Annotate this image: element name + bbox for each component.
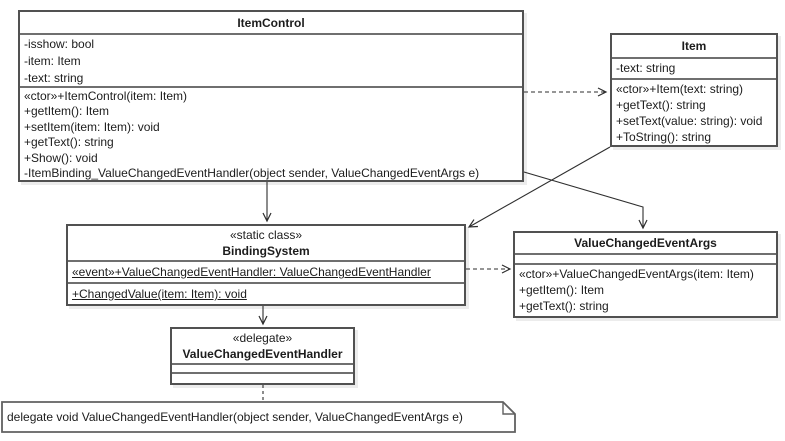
method: «ctor»+ItemControl(item: Item) <box>24 89 188 103</box>
method: +getText(): string <box>519 299 609 313</box>
class-name: Item <box>681 39 707 53</box>
class-stereotype: «delegate» <box>232 331 293 345</box>
class-bindingsystem-title: «static class» BindingSystem <box>68 226 464 260</box>
class-name: ValueChangedEventHandler <box>182 347 343 361</box>
class-name: BindingSystem <box>222 244 310 258</box>
event-member: «event»+ValueChangedEventHandler: ValueC… <box>72 265 431 279</box>
method: «ctor»+ValueChangedEventArgs(item: Item) <box>519 267 754 281</box>
class-valuechangedeventargs-title: ValueChangedEventArgs <box>515 233 776 253</box>
field: -text: string <box>24 71 84 85</box>
class-name: ValueChangedEventArgs <box>574 236 717 250</box>
class-name: ItemControl <box>237 15 305 30</box>
class-itemcontrol-methods: «ctor»+ItemControl(item: Item) +getItem(… <box>20 86 522 180</box>
class-valuechangedeventhandler-methods <box>172 372 353 383</box>
method: +setText(value: string): void <box>616 114 763 128</box>
class-itemcontrol-title: ItemControl <box>20 12 522 33</box>
method: +getText(): string <box>616 98 706 112</box>
class-itemcontrol-fields: -isshow: bool -item: Item -text: string <box>20 33 522 86</box>
association-itemcontrol-to-valuechangedeventargs <box>523 171 648 230</box>
class-item: Item -text: string «ctor»+Item(text: str… <box>610 33 778 147</box>
field: -text: string <box>616 61 676 75</box>
method: +ChangedValue(item: Item): void <box>72 287 247 301</box>
class-stereotype: «static class» <box>229 228 303 242</box>
class-bindingsystem-methods: +ChangedValue(item: Item): void <box>68 282 464 304</box>
class-valuechangedeventhandler: «delegate» ValueChangedEventHandler <box>170 327 355 385</box>
class-bindingsystem: «static class» BindingSystem «event»+Val… <box>66 224 466 306</box>
class-item-fields: -text: string <box>612 57 776 78</box>
method: -ItemBinding_ValueChangedEventHandler(ob… <box>24 166 480 180</box>
method: +getText(): string <box>24 135 114 150</box>
method: «ctor»+Item(text: string) <box>616 82 744 96</box>
field: -item: Item <box>24 54 81 68</box>
class-valuechangedeventhandler-fields <box>172 363 353 372</box>
method: +setItem(item: Item): void <box>24 119 160 134</box>
method: +getItem(): Item <box>24 104 110 119</box>
field: -isshow: bool <box>24 37 95 51</box>
class-valuechangedeventargs-methods: «ctor»+ValueChangedEventArgs(item: Item)… <box>515 263 776 316</box>
method: +ToString(): string <box>616 130 712 144</box>
note-text: delegate void ValueChangedEventHandler(o… <box>7 410 463 424</box>
class-valuechangedeventargs-fields <box>515 253 776 263</box>
class-item-methods: «ctor»+Item(text: string) +getText(): st… <box>612 78 776 145</box>
class-bindingsystem-events: «event»+ValueChangedEventHandler: ValueC… <box>68 260 464 282</box>
method: +getItem(): Item <box>519 283 605 297</box>
method: +Show(): void <box>24 150 98 165</box>
class-itemcontrol: ItemControl -isshow: bool -item: Item -t… <box>18 10 524 182</box>
class-valuechangedeventhandler-title: «delegate» ValueChangedEventHandler <box>172 329 353 363</box>
class-valuechangedeventargs: ValueChangedEventArgs «ctor»+ValueChange… <box>513 231 778 318</box>
class-item-title: Item <box>612 35 776 57</box>
